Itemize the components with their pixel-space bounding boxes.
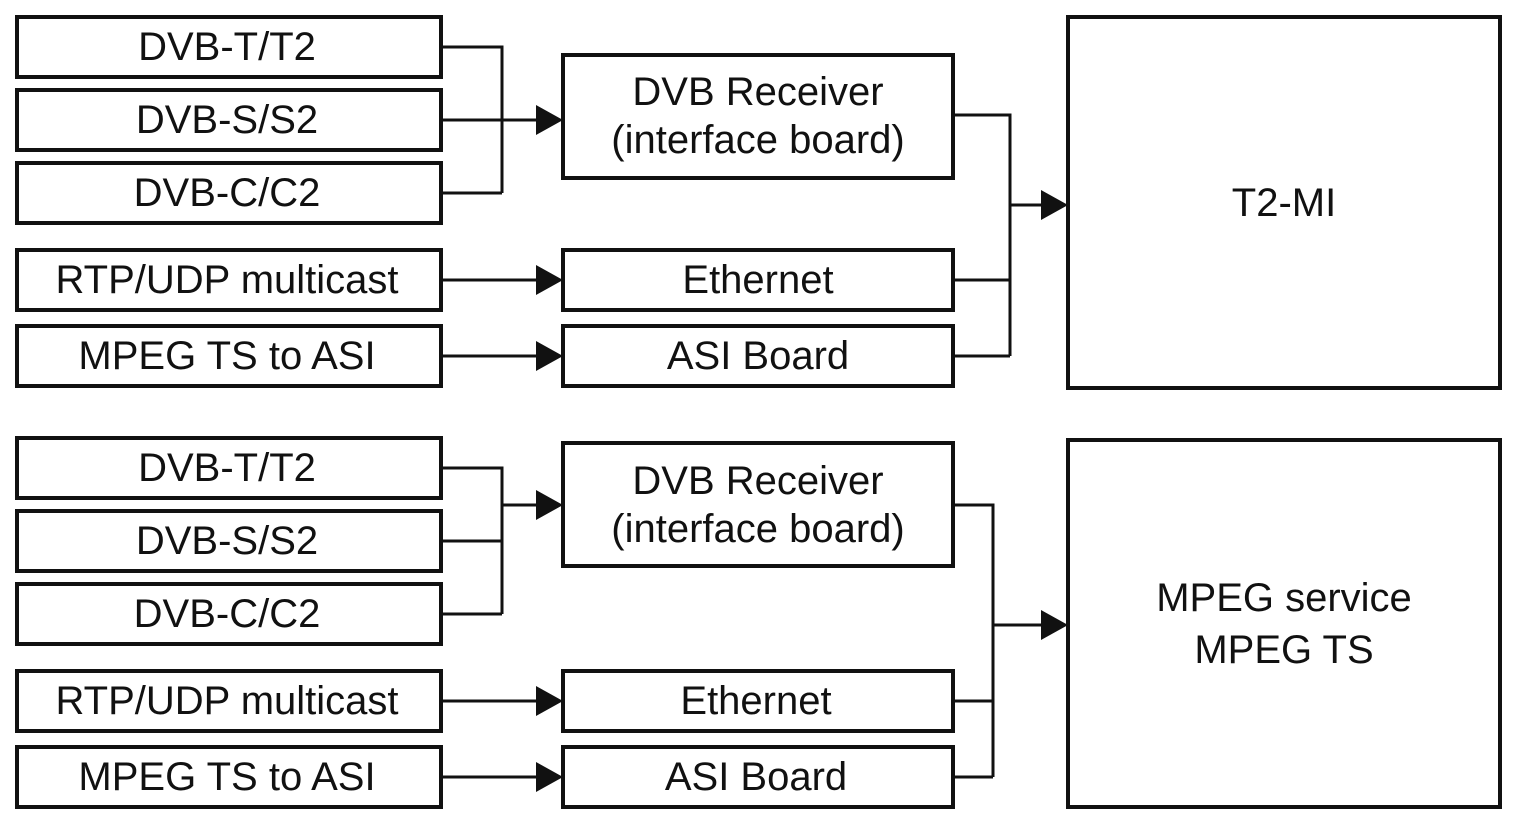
- input-label-dvb-t: DVB-T/T2: [138, 25, 316, 69]
- receiver-label-line2: (interface board): [611, 118, 904, 162]
- arrow-to-asi: [536, 762, 563, 792]
- receiver-label-line1: DVB Receiver: [632, 70, 883, 114]
- input-box-rtp-udp: [15, 669, 443, 733]
- arrow-to-ethernet: [536, 265, 563, 295]
- input-label-dvb-s: DVB-S/S2: [136, 519, 318, 563]
- interfaces-bracket: [953, 113, 1012, 358]
- input-box-dvb-t: [15, 436, 443, 500]
- input-label-mpeg-asi: MPEG TS to ASI: [78, 334, 375, 378]
- receiver-box: [561, 53, 955, 180]
- bottom-diagram: DVB-T/T2 DVB-S/S2 DVB-C/C2 RTP/UDP multi…: [15, 436, 1502, 809]
- ethernet-label: Ethernet: [682, 258, 833, 302]
- input-box-dvb-t: [15, 15, 443, 79]
- output-label-line1: MPEG service: [1156, 576, 1412, 620]
- input-label-dvb-s: DVB-S/S2: [136, 98, 318, 142]
- input-label-dvb-c: DVB-C/C2: [134, 592, 321, 636]
- input-box-mpeg-asi: [15, 324, 443, 388]
- interfaces-bracket: [953, 503, 995, 779]
- arrow-to-ethernet: [536, 686, 563, 716]
- asi-board-label: ASI Board: [667, 334, 849, 378]
- dvb-inputs-bracket: [441, 45, 504, 195]
- output-box-t2mi: [1066, 15, 1502, 390]
- arrow-to-receiver: [536, 490, 563, 520]
- input-label-dvb-c: DVB-C/C2: [134, 171, 321, 215]
- input-label-rtp-udp: RTP/UDP multicast: [55, 258, 398, 302]
- top-diagram: DVB-T/T2 DVB-S/S2 DVB-C/C2 RTP/UDP multi…: [15, 15, 1502, 390]
- ethernet-label: Ethernet: [680, 679, 831, 723]
- arrow-to-output: [1041, 190, 1068, 220]
- output-label-line2: MPEG TS: [1194, 628, 1373, 672]
- input-box-dvb-s: [15, 509, 443, 573]
- receiver-label-line2: (interface board): [611, 507, 904, 551]
- output-label-t2mi: T2-MI: [1232, 181, 1336, 225]
- output-box-mpeg: [1066, 438, 1502, 809]
- ethernet-box: [561, 248, 955, 312]
- dvb-inputs-bracket: [441, 466, 504, 616]
- input-box-dvb-c: [15, 161, 443, 225]
- input-label-mpeg-asi: MPEG TS to ASI: [78, 755, 375, 799]
- arrow-to-output: [1041, 610, 1068, 640]
- input-label-dvb-t: DVB-T/T2: [138, 446, 316, 490]
- asi-board-label: ASI Board: [665, 755, 847, 799]
- input-box-dvb-c: [15, 582, 443, 646]
- input-label-rtp-udp: RTP/UDP multicast: [55, 679, 398, 723]
- arrow-to-asi: [536, 341, 563, 371]
- receiver-label-line1: DVB Receiver: [632, 459, 883, 503]
- input-box-dvb-s: [15, 88, 443, 152]
- arrow-to-receiver: [536, 105, 563, 135]
